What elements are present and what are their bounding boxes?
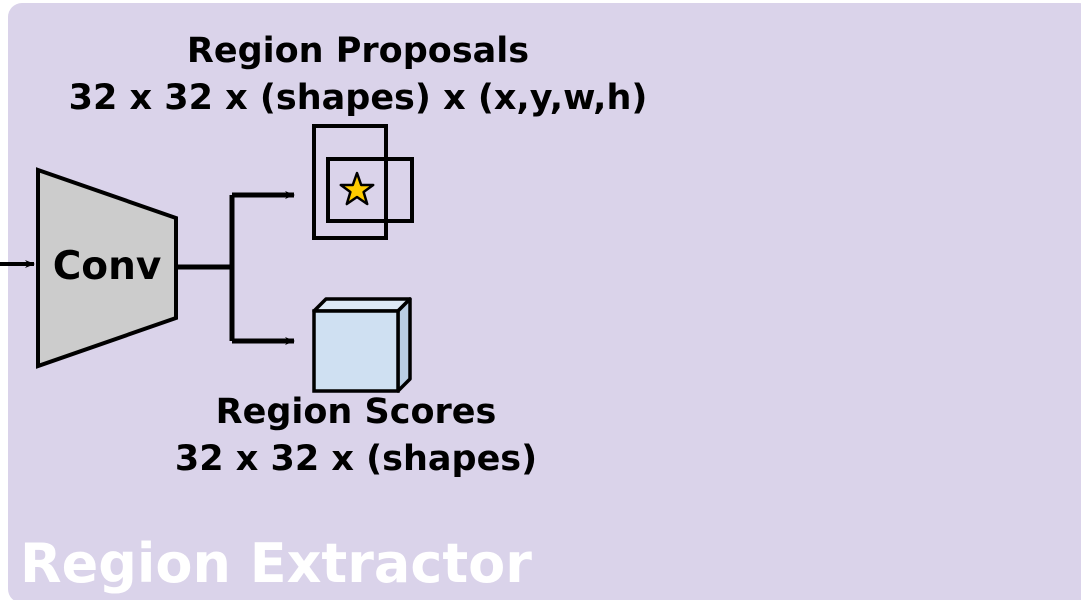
- proposal-box-inner: [326, 157, 414, 223]
- conv-block: [36, 167, 178, 369]
- region-scores-title: Region Scores: [215, 392, 497, 432]
- cube-icon: [312, 297, 412, 393]
- region-proposals-label: Region Proposals 32 x 32 x (shapes) x (x…: [0, 28, 716, 122]
- region-scores-label: Region Scores 32 x 32 x (shapes): [0, 389, 712, 483]
- region-scores-shape: 32 x 32 x (shapes): [174, 439, 538, 479]
- region-extractor-panel: [8, 3, 1081, 600]
- branch-connector: [176, 195, 235, 341]
- region-proposals-shape: 32 x 32 x (shapes) x (x,y,w,h): [68, 78, 648, 118]
- star-icon: [339, 171, 375, 206]
- region-proposals-title: Region Proposals: [186, 31, 530, 71]
- proposal-box-outer: [312, 124, 388, 240]
- region-extractor-title: Region Extractor: [20, 532, 532, 595]
- conv-label: Conv: [52, 244, 162, 289]
